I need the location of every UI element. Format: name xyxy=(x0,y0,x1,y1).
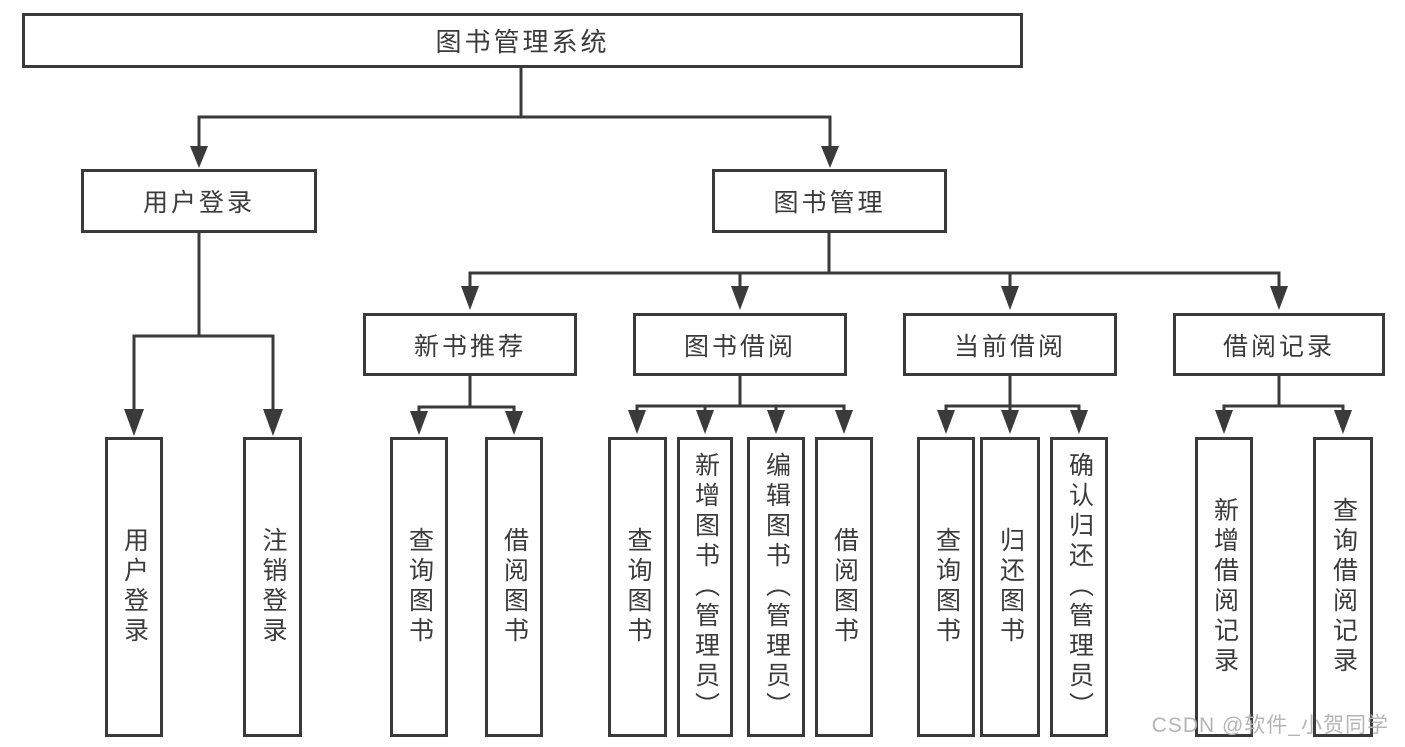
leaf-query-books-recommend: 查询图书 xyxy=(390,437,448,737)
node-book-borrow-box: 图书借阅 xyxy=(633,313,847,376)
node-new-book-recommend-box: 新书推荐 xyxy=(363,313,577,376)
leaf-borrow-books-borrow: 借阅图书 xyxy=(815,437,873,737)
leaf-user-login: 用户登录 xyxy=(105,437,163,737)
leaf-add-books-admin: 新增图书（管理员） xyxy=(677,437,733,737)
branch-user-login-label: 用户登录 xyxy=(142,189,255,217)
leaf-query-books-borrow: 查询图书 xyxy=(608,437,667,737)
leaf-logout: 注销登录 xyxy=(243,437,302,737)
leaf-query-books-borrow-label: 查询图书 xyxy=(624,527,652,647)
leaf-borrow-books-recommend: 借阅图书 xyxy=(485,437,543,737)
leaf-add-borrow-record-label: 新增借阅记录 xyxy=(1210,497,1239,677)
node-current-borrow-box: 当前借阅 xyxy=(903,313,1117,376)
leaf-query-books-current: 查询图书 xyxy=(917,437,975,737)
branch-book-management-label: 图书管理 xyxy=(773,189,886,217)
watermark: CSDN @软件_小贺同学 xyxy=(1151,714,1389,737)
node-current-borrow-label: 当前借阅 xyxy=(953,332,1066,361)
leaf-query-borrow-record-label: 查询借阅记录 xyxy=(1329,497,1358,677)
leaf-user-login-label: 用户登录 xyxy=(120,527,149,647)
leaf-query-books-current-label: 查询图书 xyxy=(932,527,961,647)
node-borrow-record-label: 借阅记录 xyxy=(1222,332,1335,361)
leaf-add-books-admin-label: 新增图书（管理员） xyxy=(691,452,720,722)
node-borrow-record-box: 借阅记录 xyxy=(1173,313,1385,376)
leaf-confirm-return-admin: 确认归还（管理员） xyxy=(1050,437,1108,737)
leaf-confirm-return-admin-label: 确认归还（管理员） xyxy=(1065,452,1094,722)
branch-user-login-box: 用户登录 xyxy=(81,169,317,233)
node-book-borrow-label: 图书借阅 xyxy=(683,332,796,361)
leaf-return-books: 归还图书 xyxy=(980,437,1040,737)
leaf-logout-label: 注销登录 xyxy=(259,527,287,647)
branch-book-management-box: 图书管理 xyxy=(712,169,947,233)
leaf-add-borrow-record: 新增借阅记录 xyxy=(1195,437,1253,737)
root-box-library-system: 图书管理系统 xyxy=(22,13,1023,68)
node-new-book-recommend-label: 新书推荐 xyxy=(413,332,526,361)
leaf-borrow-books-recommend-label: 借阅图书 xyxy=(500,527,529,647)
leaf-return-books-label: 归还图书 xyxy=(996,527,1025,647)
leaf-edit-books-admin-label: 编辑图书（管理员） xyxy=(762,452,791,722)
leaf-edit-books-admin: 编辑图书（管理员） xyxy=(747,437,805,737)
root-label: 图书管理系统 xyxy=(435,27,610,57)
leaf-query-books-recommend-label: 查询图书 xyxy=(405,527,434,647)
leaf-query-borrow-record: 查询借阅记录 xyxy=(1313,437,1373,737)
leaf-borrow-books-borrow-label: 借阅图书 xyxy=(830,527,859,647)
